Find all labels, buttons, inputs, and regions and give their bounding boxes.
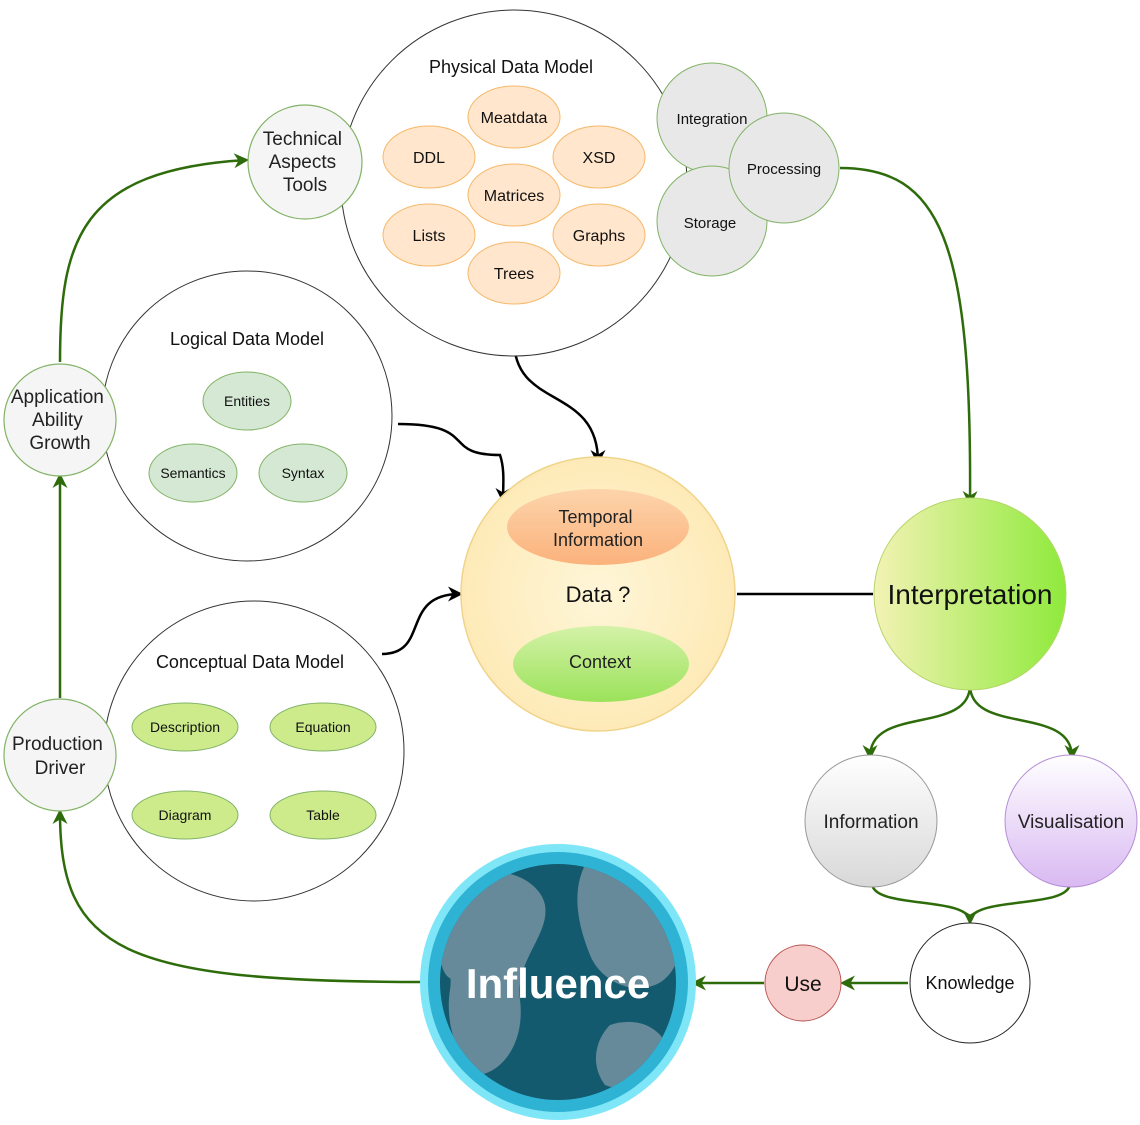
physical-item-graphs: Graphs — [573, 228, 625, 245]
physical-item-lists: Lists — [413, 228, 446, 245]
conceptual-data-model: Conceptual Data Model Description Equati… — [103, 600, 405, 902]
conceptual-item-diagram: Diagram — [159, 807, 212, 823]
svg-text:Production Driver: Production Driver — [12, 734, 108, 779]
production-line-1: Production — [12, 734, 103, 755]
logical-data-model: Logical Data Model Entities Semantics Sy… — [101, 270, 393, 562]
storage-label: Storage — [684, 215, 737, 232]
technical-aspects-node: Technical Aspects Tools — [247, 104, 363, 220]
data-node: Temporal Information Data ? Context — [460, 456, 736, 732]
physical-item-matrices: Matrices — [484, 188, 544, 205]
arrow-influence-to-production — [52, 809, 425, 984]
application-node: Application Ability Growth — [3, 363, 117, 477]
conceptual-title: Conceptual Data Model — [156, 652, 344, 672]
physical-item-trees: Trees — [494, 266, 534, 283]
visualisation-node: Visualisation — [1004, 754, 1138, 888]
interpretation-label: Interpretation — [888, 579, 1053, 610]
physical-item-xsd: XSD — [583, 150, 616, 167]
svg-text:Temporal Information: Temporal Information — [553, 507, 643, 550]
physical-item-ddl: DDL — [413, 150, 445, 167]
influence-label: Influence — [466, 960, 650, 1007]
temporal-line-2: Information — [553, 530, 643, 550]
conceptual-item-description: Description — [150, 719, 220, 735]
logical-item-semantics: Semantics — [160, 465, 225, 481]
physical-title: Physical Data Model — [429, 57, 593, 77]
production-line-2: Driver — [35, 758, 86, 779]
arrow-application-to-technical — [58, 153, 249, 363]
arrow-visualisation-to-knowledge — [968, 882, 1072, 923]
information-node: Information — [804, 754, 938, 888]
use-node: Use — [764, 944, 842, 1022]
arrow-conceptual-to-data — [381, 586, 463, 656]
logical-title: Logical Data Model — [170, 329, 324, 349]
svg-text:Application Ability: Application Ability Growth — [11, 387, 109, 454]
connectors — [52, 153, 1080, 991]
arrow-processing-to-interpretation — [839, 166, 978, 506]
operations-cluster: Integration Storage Processing — [656, 62, 840, 277]
integration-label: Integration — [677, 111, 748, 128]
arrow-information-to-knowledge — [870, 882, 978, 925]
interpretation-node: Interpretation — [873, 497, 1067, 691]
visualisation-label: Visualisation — [1018, 812, 1124, 833]
data-center-label: Data ? — [566, 582, 631, 607]
technical-line-1: Technical — [263, 129, 342, 150]
information-label: Information — [823, 812, 918, 833]
knowledge-node: Knowledge — [909, 922, 1031, 1044]
application-line-1: Application — [11, 387, 104, 408]
temporal-information-node — [507, 489, 689, 565]
logical-item-syntax: Syntax — [282, 465, 325, 481]
arrow-interpretation-to-information — [862, 684, 972, 760]
technical-line-2: Aspects — [269, 152, 337, 173]
arrow-logical-to-data — [397, 422, 511, 503]
production-node: Production Driver — [3, 698, 117, 812]
physical-item-meatdata: Meatdata — [481, 110, 548, 127]
knowledge-label: Knowledge — [925, 973, 1014, 993]
temporal-line-1: Temporal — [558, 507, 632, 527]
processing-node — [728, 112, 840, 224]
conceptual-item-equation: Equation — [295, 719, 350, 735]
logical-item-entities: Entities — [224, 393, 270, 409]
conceptual-item-table: Table — [306, 807, 340, 823]
technical-line-3: Tools — [283, 175, 327, 196]
application-line-3: Growth — [29, 433, 90, 454]
physical-data-model: Physical Data Model Meatdata DDL XSD Mat… — [340, 9, 688, 357]
arrow-interpretation-to-visualisation — [968, 684, 1080, 760]
arrow-physical-to-data — [512, 339, 606, 465]
use-label: Use — [784, 973, 821, 996]
context-node — [513, 626, 689, 702]
processing-label: Processing — [747, 161, 821, 178]
svg-text:Technical Aspects: Technical Aspects Tools — [263, 129, 348, 196]
influence-globe: Influence — [420, 844, 696, 1120]
application-line-2: Ability — [32, 410, 83, 431]
context-label: Context — [569, 652, 631, 672]
